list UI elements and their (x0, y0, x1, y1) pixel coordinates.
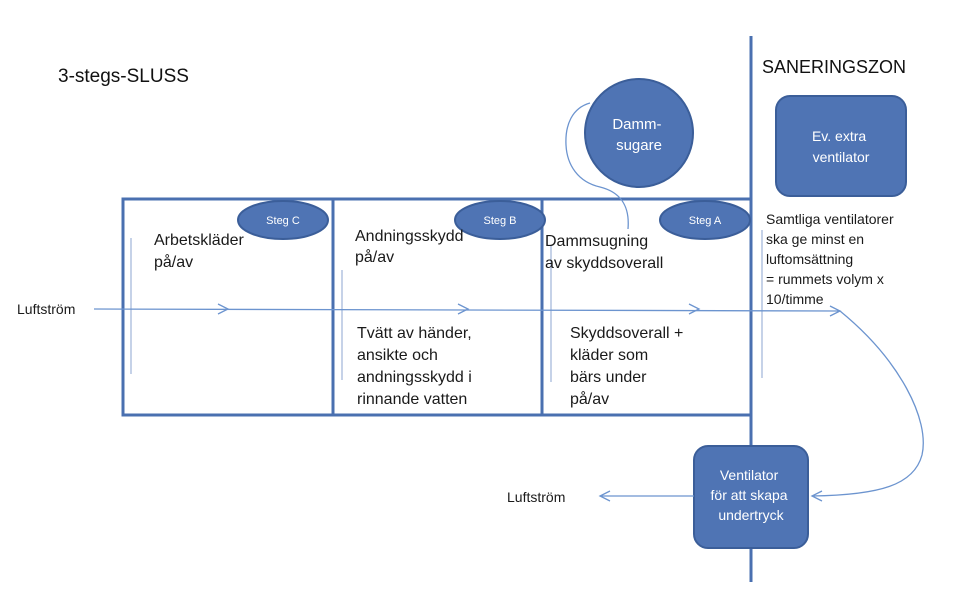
exhaust-fan-box (693, 445, 809, 549)
airflow-arrow-3 (688, 303, 701, 315)
stage-b-bottom-text: Tvätt av händer, ansikte och andningssky… (357, 325, 476, 408)
airflow-in-label: Luftström (17, 301, 75, 317)
stage-b-badge-label: Steg B (483, 215, 516, 227)
airflow-out-label: Luftström (507, 489, 565, 505)
stage-a-bottom-text: Skyddsoverall + kläder som bärs under på… (570, 325, 688, 408)
stage-a-top-text: Dammsugning av skyddsoverall (545, 233, 663, 272)
diagram-title: 3-stegs-SLUSS (58, 66, 189, 87)
ventilation-note: Samtliga ventilatorer ska ge minst en lu… (766, 211, 898, 307)
stage-c-top-text: Arbetskläder på/av (154, 232, 248, 271)
extra-fan-label: Ev. extra ventilator (812, 128, 870, 165)
airflow-arrow-1 (217, 303, 230, 315)
return-airflow-curve (811, 310, 924, 497)
vacuum-cleaner-label: Damm- sugare (612, 116, 665, 154)
stage-b-top-text: Andningsskydd på/av (355, 228, 468, 266)
return-airflow-arrow (810, 490, 823, 502)
stage-b-badge (454, 200, 546, 240)
vacuum-cleaner (584, 78, 694, 188)
extra-fan-box (775, 95, 907, 197)
stage-c-badge-label: Steg C (266, 215, 300, 227)
zone-label: SANERINGSZON (762, 57, 906, 77)
vacuum-hose (565, 102, 629, 230)
stage-a-badge (659, 200, 751, 240)
exhaust-fan-label: Ventilator för att skapa undertryck (711, 467, 792, 523)
airflow-arrow-2 (457, 303, 470, 315)
stage-a-badge-label: Steg A (689, 215, 722, 227)
airflow-out-arrow (598, 490, 611, 502)
stage-a-box (540, 197, 753, 417)
stage-c-badge (237, 200, 329, 240)
